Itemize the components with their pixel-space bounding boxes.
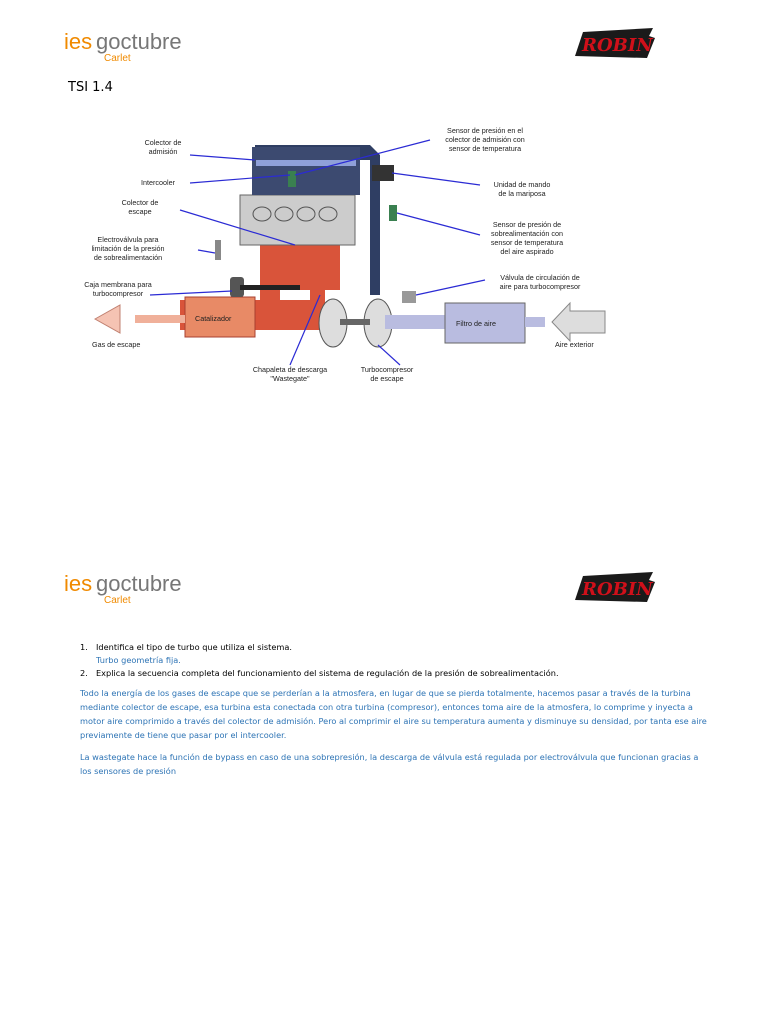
question-1: 1.Identifica el tipo de turbo que utiliz… — [80, 642, 292, 652]
svg-text:Carlet: Carlet — [104, 53, 131, 64]
recirc-valve — [402, 291, 416, 303]
answer-paragraph-2: La wastegate hace la función de bypass e… — [80, 752, 699, 776]
label-filtro: Filtro de aire — [456, 319, 496, 328]
intake-manifold — [252, 147, 360, 195]
catalytic-converter — [184, 296, 256, 338]
svg-text:ROBIN: ROBIN — [581, 579, 654, 600]
membrane-box — [230, 277, 244, 297]
label-aire-exterior: Aire exterior — [555, 340, 594, 349]
school-logo-page2: ies goctubre Carlet — [64, 572, 182, 606]
engine-block — [239, 194, 356, 246]
svg-text:Chapaleta de descarga"Wastegat: Chapaleta de descarga"Wastegate" — [253, 365, 327, 383]
intercooler — [256, 160, 356, 166]
robin-logo-page2: ROBIN — [575, 572, 655, 602]
school-logo: ies goctubre Carlet — [64, 30, 182, 64]
label-gas-escape: Gas de escape — [92, 340, 140, 349]
turbo-system-diagram: Catalizador Filtro de aire — [84, 126, 606, 383]
question-2: 2.Explica la secuencia completa del func… — [80, 668, 559, 678]
robin-logo: ROBIN — [575, 28, 655, 58]
answer-paragraph-1: Todo la energía de los gases de escape q… — [80, 688, 707, 740]
svg-text:ROBIN: ROBIN — [581, 35, 654, 56]
label-catalizador: Catalizador — [195, 314, 232, 323]
throttle-unit — [372, 165, 394, 181]
air-intake-arrow — [551, 301, 606, 343]
exhaust-arrow — [93, 304, 121, 334]
svg-text:ies: ies — [64, 30, 92, 54]
answer-1: Turbo geometría fija. — [96, 655, 181, 665]
questions-section: 1.Identifica el tipo de turbo que utiliz… — [80, 641, 720, 778]
label-intercooler: Intercooler — [141, 178, 176, 187]
electrovalve — [215, 240, 221, 260]
svg-text:goctubre: goctubre — [96, 30, 182, 54]
svg-text:Carlet: Carlet — [104, 595, 131, 606]
air-filter — [444, 302, 526, 344]
boost-sensor — [389, 205, 397, 221]
svg-text:ies: ies — [64, 572, 92, 596]
svg-text:goctubre: goctubre — [96, 572, 182, 596]
page-title: TSI 1.4 — [68, 80, 113, 95]
